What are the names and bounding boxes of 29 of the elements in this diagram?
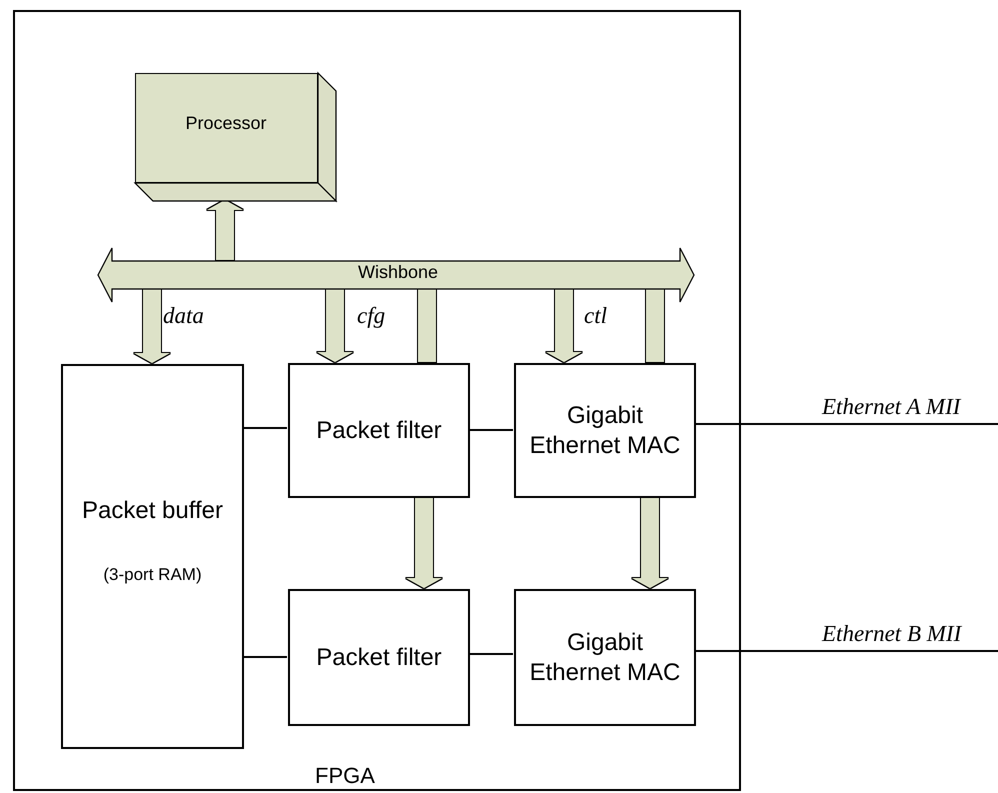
- block-label: Processor: [184, 114, 268, 134]
- module-box: [514, 589, 696, 726]
- block-label: Wishbone: [356, 263, 440, 283]
- connection-line: [695, 650, 998, 652]
- connection-line: [243, 427, 287, 429]
- connection-line: [469, 653, 513, 655]
- module-box: [61, 364, 244, 749]
- block-label: (3-port RAM): [102, 564, 203, 586]
- block-label: Packet buffer: [81, 496, 224, 526]
- connection-line: [695, 423, 998, 425]
- module-box: [288, 363, 470, 498]
- bus-arrow: [207, 200, 243, 260]
- connection-line: [469, 429, 513, 431]
- block-label: Gigabit Ethernet MAC: [528, 400, 682, 460]
- fpga-boundary: [13, 10, 741, 791]
- edge-label: cfg: [357, 304, 386, 327]
- module-box: [288, 589, 470, 726]
- connection-line: [243, 656, 287, 658]
- bus-band: [98, 248, 694, 302]
- block-label: Packet filter: [315, 642, 443, 672]
- bus-arrow: [134, 288, 170, 363]
- bus-arrow: [317, 288, 353, 362]
- module-box: [514, 363, 696, 498]
- bus-arrow: [546, 288, 582, 362]
- block-label: Gigabit Ethernet MAC: [528, 628, 682, 688]
- bus-arrow: [632, 497, 668, 588]
- block-label: Packet filter: [315, 416, 443, 446]
- bus-arrow: [406, 497, 442, 588]
- block-label: FPGA: [314, 764, 376, 788]
